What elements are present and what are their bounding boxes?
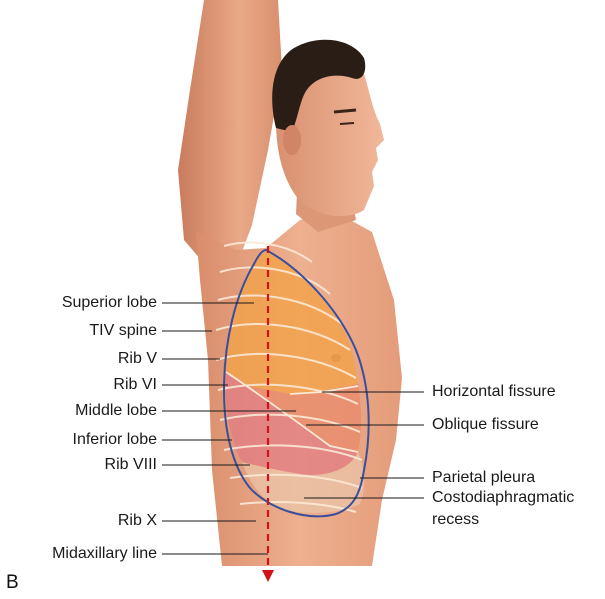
label-rib-v: Rib V <box>117 350 157 367</box>
label-superior-lobe: Superior lobe <box>61 294 157 311</box>
parietal-pleura <box>222 248 370 518</box>
label-rib-vi: Rib VI <box>113 376 157 393</box>
label-costodiaphragmatic: Costodiaphragmatic <box>432 489 575 506</box>
panel-letter: B <box>6 572 19 593</box>
ribs <box>215 241 363 513</box>
oblique-fissure <box>225 371 359 453</box>
hair <box>272 39 366 132</box>
label-horizontal-fissure: Horizontal fissure <box>432 383 556 400</box>
eye <box>339 122 355 125</box>
label-parietal-pleura: Parietal pleura <box>432 469 536 486</box>
leader-lines-left <box>162 302 296 555</box>
label-midaxillary-line: Midaxillary line <box>52 545 157 562</box>
label-middle-lobe: Middle lobe <box>75 402 157 419</box>
label-tiv-spine: TIV spine <box>89 322 157 339</box>
leader-lines-right <box>304 391 424 499</box>
label-inferior-lobe: Inferior lobe <box>72 431 158 448</box>
midaxillary-arrowhead <box>262 570 274 582</box>
brow <box>333 108 357 114</box>
label-rib-x: Rib X <box>117 512 157 529</box>
label-rib-viii: Rib VIII <box>104 456 157 473</box>
label-recess: recess <box>432 511 480 528</box>
ear <box>283 125 301 155</box>
raised-arm <box>178 0 282 268</box>
label-oblique-fissure: Oblique fissure <box>432 416 539 433</box>
superior-lobe <box>226 252 358 394</box>
